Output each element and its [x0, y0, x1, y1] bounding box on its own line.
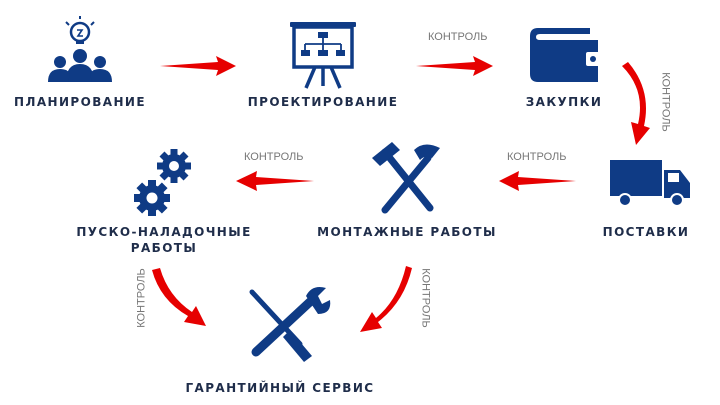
presentation-board-icon [290, 22, 356, 89]
control-label-purchasing-delivery: КОНТРОЛЬ [659, 72, 672, 132]
team-idea-icon [48, 16, 112, 82]
control-label-design-purchasing: КОНТРОЛЬ [428, 31, 488, 43]
stage-commissioning-label-line2: РАБОТЫ [130, 241, 198, 255]
gears-icon [134, 149, 191, 216]
control-label-delivery-installation: КОНТРОЛЬ [507, 151, 567, 163]
stage-warranty-label: ГАРАНТИЙНЫЙ СЕРВИС [185, 381, 375, 395]
arrow-planning-design [160, 56, 236, 76]
truck-icon [610, 160, 690, 207]
stage-planning-label: ПЛАНИРОВАНИЕ [14, 95, 146, 109]
stage-installation-label: МОНТАЖНЫЕ РАБОТЫ [317, 225, 497, 239]
arrow-purchasing-delivery [622, 62, 650, 145]
stage-purchasing-label: ЗАКУПКИ [525, 95, 603, 109]
arrow-delivery-installation [499, 171, 576, 191]
control-label-installation-commissioning: КОНТРОЛЬ [244, 151, 304, 163]
hammers-icon [372, 142, 440, 214]
arrow-commissioning-warranty [152, 268, 206, 326]
arrow-installation-commissioning [236, 171, 314, 191]
control-label-installation-warranty: КОНТРОЛЬ [419, 268, 432, 328]
arrow-design-purchasing [416, 56, 493, 76]
stage-delivery-label: ПОСТАВКИ [602, 225, 690, 239]
wrench-screwdriver-icon [249, 287, 331, 362]
stage-design-label: ПРОЕКТИРОВАНИЕ [247, 95, 399, 109]
control-label-commissioning-warranty: КОНТРОЛЬ [135, 268, 148, 328]
wallet-icon [530, 28, 600, 82]
stage-commissioning-label-line1: ПУСКО-НАЛАДОЧНЫЕ [76, 225, 252, 239]
arrow-installation-warranty [360, 266, 412, 332]
